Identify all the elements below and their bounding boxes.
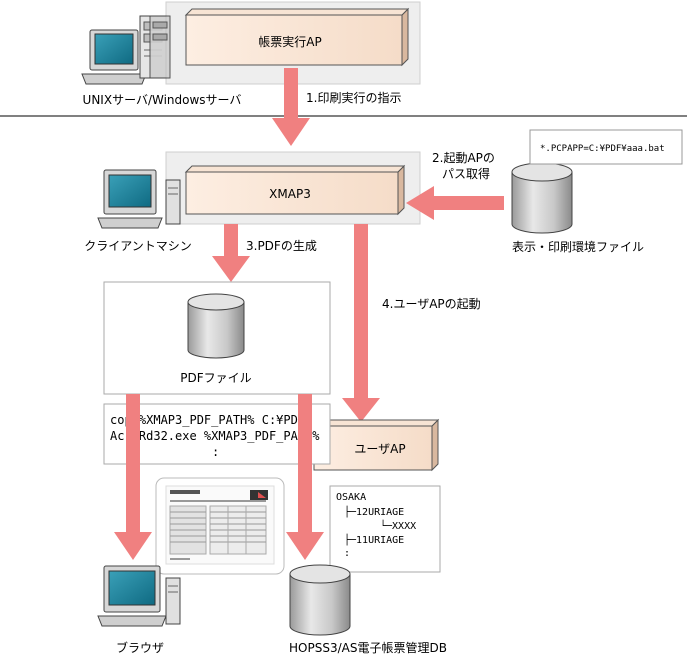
- pdf-to-browser-arrow: [114, 394, 152, 560]
- batch-line-1: copy%XMAP3_PDF_PATH% C:¥PDF: [110, 413, 305, 427]
- step4-arrow: [342, 224, 380, 422]
- env-file-content-box: *.PCPAPP=C:¥PDF¥aaa.bat: [529, 129, 683, 165]
- client-machine-label: クライアントマシン: [84, 239, 192, 253]
- report-thumbnail-image: [155, 477, 285, 575]
- batch-to-db-arrow: [286, 394, 324, 560]
- step2-label-line2: パス取得: [442, 166, 490, 181]
- xmap3-label: XMAP3: [269, 187, 311, 201]
- step2-label-line1: 2.起動APの: [432, 151, 495, 165]
- env-file-label: 表示・印刷環境ファイル: [512, 239, 644, 254]
- step1-arrow: [272, 68, 310, 146]
- hopss3-database-icon: [289, 564, 351, 636]
- tree-more: :: [344, 548, 350, 559]
- step4-label: 4.ユーザAPの起動: [382, 297, 481, 311]
- step1-label: 1.印刷実行の指示: [306, 90, 401, 105]
- env-file-content: *.PCPAPP=C:¥PDF¥aaa.bat: [540, 144, 665, 154]
- step3-label: 3.PDFの生成: [246, 239, 317, 253]
- browser-computer-icon: [97, 565, 181, 627]
- step3-arrow: [212, 224, 250, 282]
- xmap3-box: XMAP3: [184, 164, 406, 216]
- tree-item-xxxx: └─XXXX: [380, 519, 416, 532]
- user-ap-box: ユーザAP: [312, 418, 440, 472]
- pdf-file-database-icon: [187, 293, 245, 359]
- tree-item-12uriage: ├─12URIAGE: [344, 505, 404, 518]
- batch-line-2: AcroRd32.exe %XMAP3_PDF_PATH%: [110, 429, 320, 443]
- tree-item-11uriage: ├─11URIAGE: [344, 533, 404, 546]
- browser-label: ブラウザ: [116, 640, 164, 655]
- pdf-file-label: PDFファイル: [180, 371, 251, 385]
- env-file-database-icon: [511, 162, 573, 234]
- report-execution-ap-label: 帳票実行AP: [258, 34, 321, 49]
- user-ap-label: ユーザAP: [354, 442, 405, 456]
- batch-file-box: copy%XMAP3_PDF_PATH% C:¥PDF AcroRd32.exe…: [103, 403, 331, 465]
- step2-arrow: [406, 186, 504, 220]
- client-computer-icon: [97, 169, 181, 229]
- tree-box: OSAKA ├─12URIAGE └─XXXX ├─11URIAGE :: [329, 485, 441, 573]
- batch-line-3: :: [212, 445, 219, 459]
- report-execution-ap-box: 帳票実行AP: [184, 7, 410, 67]
- server-machine-label: UNIXサーバ/Windowsサーバ: [83, 93, 242, 107]
- tree-root: OSAKA: [336, 492, 366, 503]
- hopss3-db-label: HOPSS3/AS電子帳票管理DB: [289, 640, 447, 655]
- server-computer-icon: [81, 15, 171, 85]
